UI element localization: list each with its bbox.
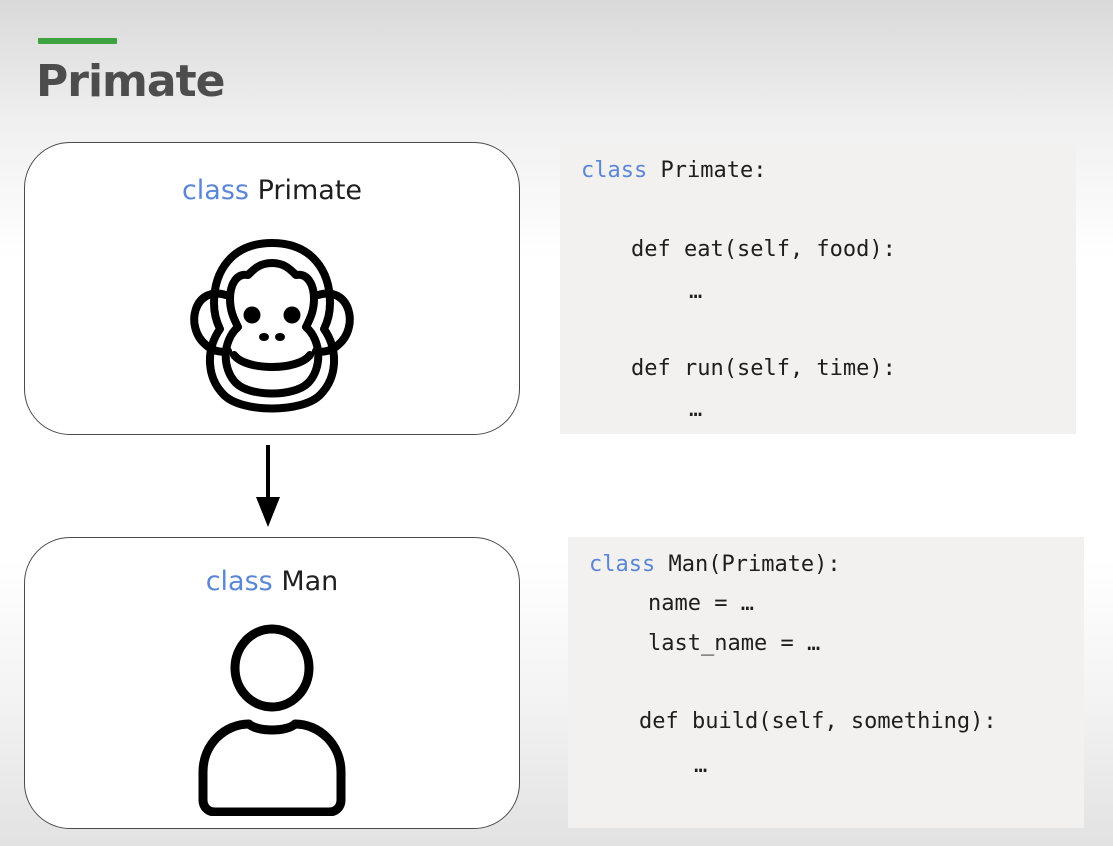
man-class-box: class Man <box>24 537 520 829</box>
man-code-panel: class Man(Primate): name = … last_name =… <box>568 537 1084 828</box>
code-line: class Man(Primate): <box>589 554 841 576</box>
code-line: def build(self, something): <box>639 709 997 734</box>
slide-title: Primate <box>36 56 225 107</box>
code-keyword: class <box>581 158 648 183</box>
code-keyword: class <box>589 552 656 577</box>
code-line: … <box>694 753 708 778</box>
title-accent-bar <box>38 38 117 44</box>
primate-class-keyword: class <box>181 175 249 206</box>
inheritance-arrow <box>256 445 280 527</box>
code-line: class Primate: <box>581 160 766 182</box>
code-line: … <box>689 279 703 304</box>
primate-code-panel: class Primate: def eat(self, food): … de… <box>560 143 1076 434</box>
man-class-name: Man <box>281 566 339 597</box>
primate-class-box: class Primate <box>24 142 520 435</box>
code-text: Man(Primate): <box>655 552 841 577</box>
code-line: … <box>689 397 703 422</box>
person-icon <box>198 624 346 816</box>
code-line: last_name = … <box>648 631 821 656</box>
man-class-label: class Man <box>25 566 519 597</box>
code-line: def run(self, time): <box>631 356 896 381</box>
monkey-face-icon <box>190 239 354 413</box>
primate-class-label: class Primate <box>25 175 519 206</box>
man-class-keyword: class <box>205 566 273 597</box>
code-line: name = … <box>648 591 754 616</box>
code-text: Primate: <box>647 158 767 183</box>
primate-class-name: Primate <box>257 175 363 206</box>
code-line: def eat(self, food): <box>631 237 896 262</box>
